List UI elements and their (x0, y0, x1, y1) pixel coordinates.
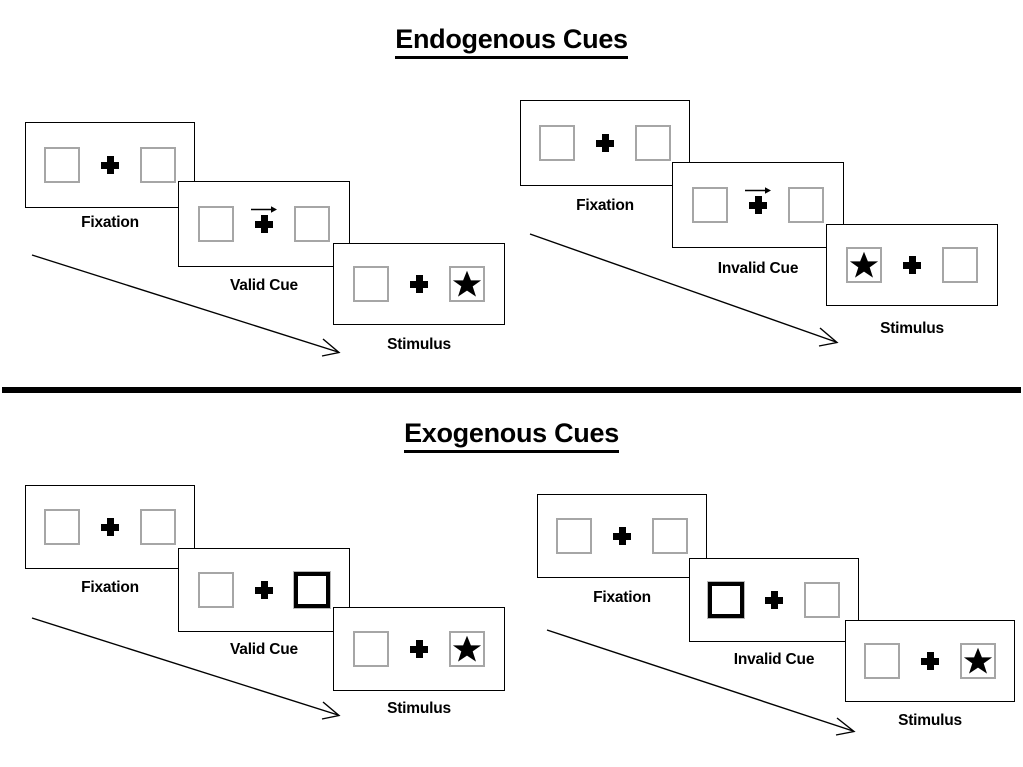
section-divider (2, 387, 1021, 393)
placeholder-box-right (804, 582, 840, 618)
frame-exogenous-valid-cue (178, 548, 350, 632)
placeholder-box-right (140, 509, 176, 545)
placeholder-box-right-with-star (449, 266, 485, 302)
fixation-cue-stack (900, 253, 924, 277)
fixation-cue-stack (593, 131, 617, 155)
frame-endogenous-valid-stimulus (333, 243, 505, 325)
frame-exogenous-valid-stimulus (333, 607, 505, 691)
plus-icon (918, 649, 942, 673)
frame-label-endogenous-invalid-stimulus: Stimulus (880, 320, 944, 337)
fixation-cue-stack (251, 206, 277, 236)
frame-endogenous-invalid-cue (672, 162, 844, 248)
placeholder-box-right-with-star (449, 631, 485, 667)
fixation-cue-stack (610, 524, 634, 548)
placeholder-box-right (294, 206, 330, 242)
plus-icon (610, 524, 634, 548)
frame-label-endogenous-valid-stimulus: Stimulus (387, 336, 451, 353)
plus-icon (98, 515, 122, 539)
star-icon (452, 635, 482, 662)
frame-label-endogenous-invalid-fixation: Fixation (576, 197, 634, 214)
fixation-cue-stack (745, 187, 771, 217)
star-icon (849, 251, 879, 278)
frame-label-exogenous-invalid-stimulus: Stimulus (898, 712, 962, 729)
placeholder-box-left-with-star (846, 247, 882, 283)
star-icon (963, 647, 993, 674)
frame-label-endogenous-valid-fixation: Fixation (81, 214, 139, 231)
fixation-cue-stack (252, 578, 276, 602)
frame-exogenous-invalid-stimulus (845, 620, 1015, 702)
plus-icon (407, 272, 431, 296)
fixation-cue-stack (407, 637, 431, 661)
placeholder-box-left (44, 147, 80, 183)
frame-label-exogenous-valid-cue: Valid Cue (230, 641, 298, 658)
plus-icon (593, 131, 617, 155)
section-title-endogenous: Endogenous Cues (0, 24, 1023, 59)
fixation-cue-stack (98, 515, 122, 539)
frame-endogenous-valid-fixation (25, 122, 195, 208)
arrow-right-icon (745, 182, 771, 194)
plus-icon (98, 153, 122, 177)
frame-label-endogenous-valid-cue: Valid Cue (230, 277, 298, 294)
frame-exogenous-valid-fixation (25, 485, 195, 569)
frame-label-exogenous-invalid-cue: Invalid Cue (733, 651, 815, 668)
frame-exogenous-invalid-cue (689, 558, 859, 642)
placeholder-box-left (198, 572, 234, 608)
fixation-cue-stack (98, 153, 122, 177)
fixation-cue-stack (918, 649, 942, 673)
placeholder-box-left (44, 509, 80, 545)
frame-label-endogenous-invalid-cue: Invalid Cue (717, 260, 799, 277)
frame-label-exogenous-valid-fixation: Fixation (81, 579, 139, 596)
diagonal-arrow-icon (545, 628, 860, 740)
frame-endogenous-invalid-stimulus (826, 224, 998, 306)
plus-icon (252, 578, 276, 602)
plus-icon (900, 253, 924, 277)
frame-exogenous-invalid-fixation (537, 494, 707, 578)
star-icon (452, 270, 482, 297)
plus-icon (407, 637, 431, 661)
diagonal-arrow-icon (30, 616, 345, 724)
placeholder-box-left (353, 266, 389, 302)
placeholder-box-left (353, 631, 389, 667)
frame-label-exogenous-valid-stimulus: Stimulus (387, 700, 451, 717)
placeholder-box-right-with-star (960, 643, 996, 679)
diagonal-arrow-icon (528, 232, 843, 350)
placeholder-box-left (556, 518, 592, 554)
section-title-exogenous: Exogenous Cues (0, 418, 1023, 453)
placeholder-box-right (140, 147, 176, 183)
plus-icon (746, 193, 770, 217)
fixation-cue-stack (407, 272, 431, 296)
placeholder-box-right (788, 187, 824, 223)
plus-icon (252, 212, 276, 236)
arrow-right-icon (251, 201, 277, 213)
placeholder-box-left (864, 643, 900, 679)
frame-endogenous-valid-cue (178, 181, 350, 267)
fixation-cue-stack (762, 588, 786, 612)
diagonal-arrow-icon (30, 253, 345, 361)
placeholder-box-right (635, 125, 671, 161)
placeholder-box-left (692, 187, 728, 223)
placeholder-box-right (942, 247, 978, 283)
frame-endogenous-invalid-fixation (520, 100, 690, 186)
frame-label-exogenous-invalid-fixation: Fixation (593, 589, 651, 606)
highlighted-cue-box-right (294, 572, 330, 608)
highlighted-cue-box-left (708, 582, 744, 618)
plus-icon (762, 588, 786, 612)
placeholder-box-left (539, 125, 575, 161)
placeholder-box-right (652, 518, 688, 554)
placeholder-box-left (198, 206, 234, 242)
